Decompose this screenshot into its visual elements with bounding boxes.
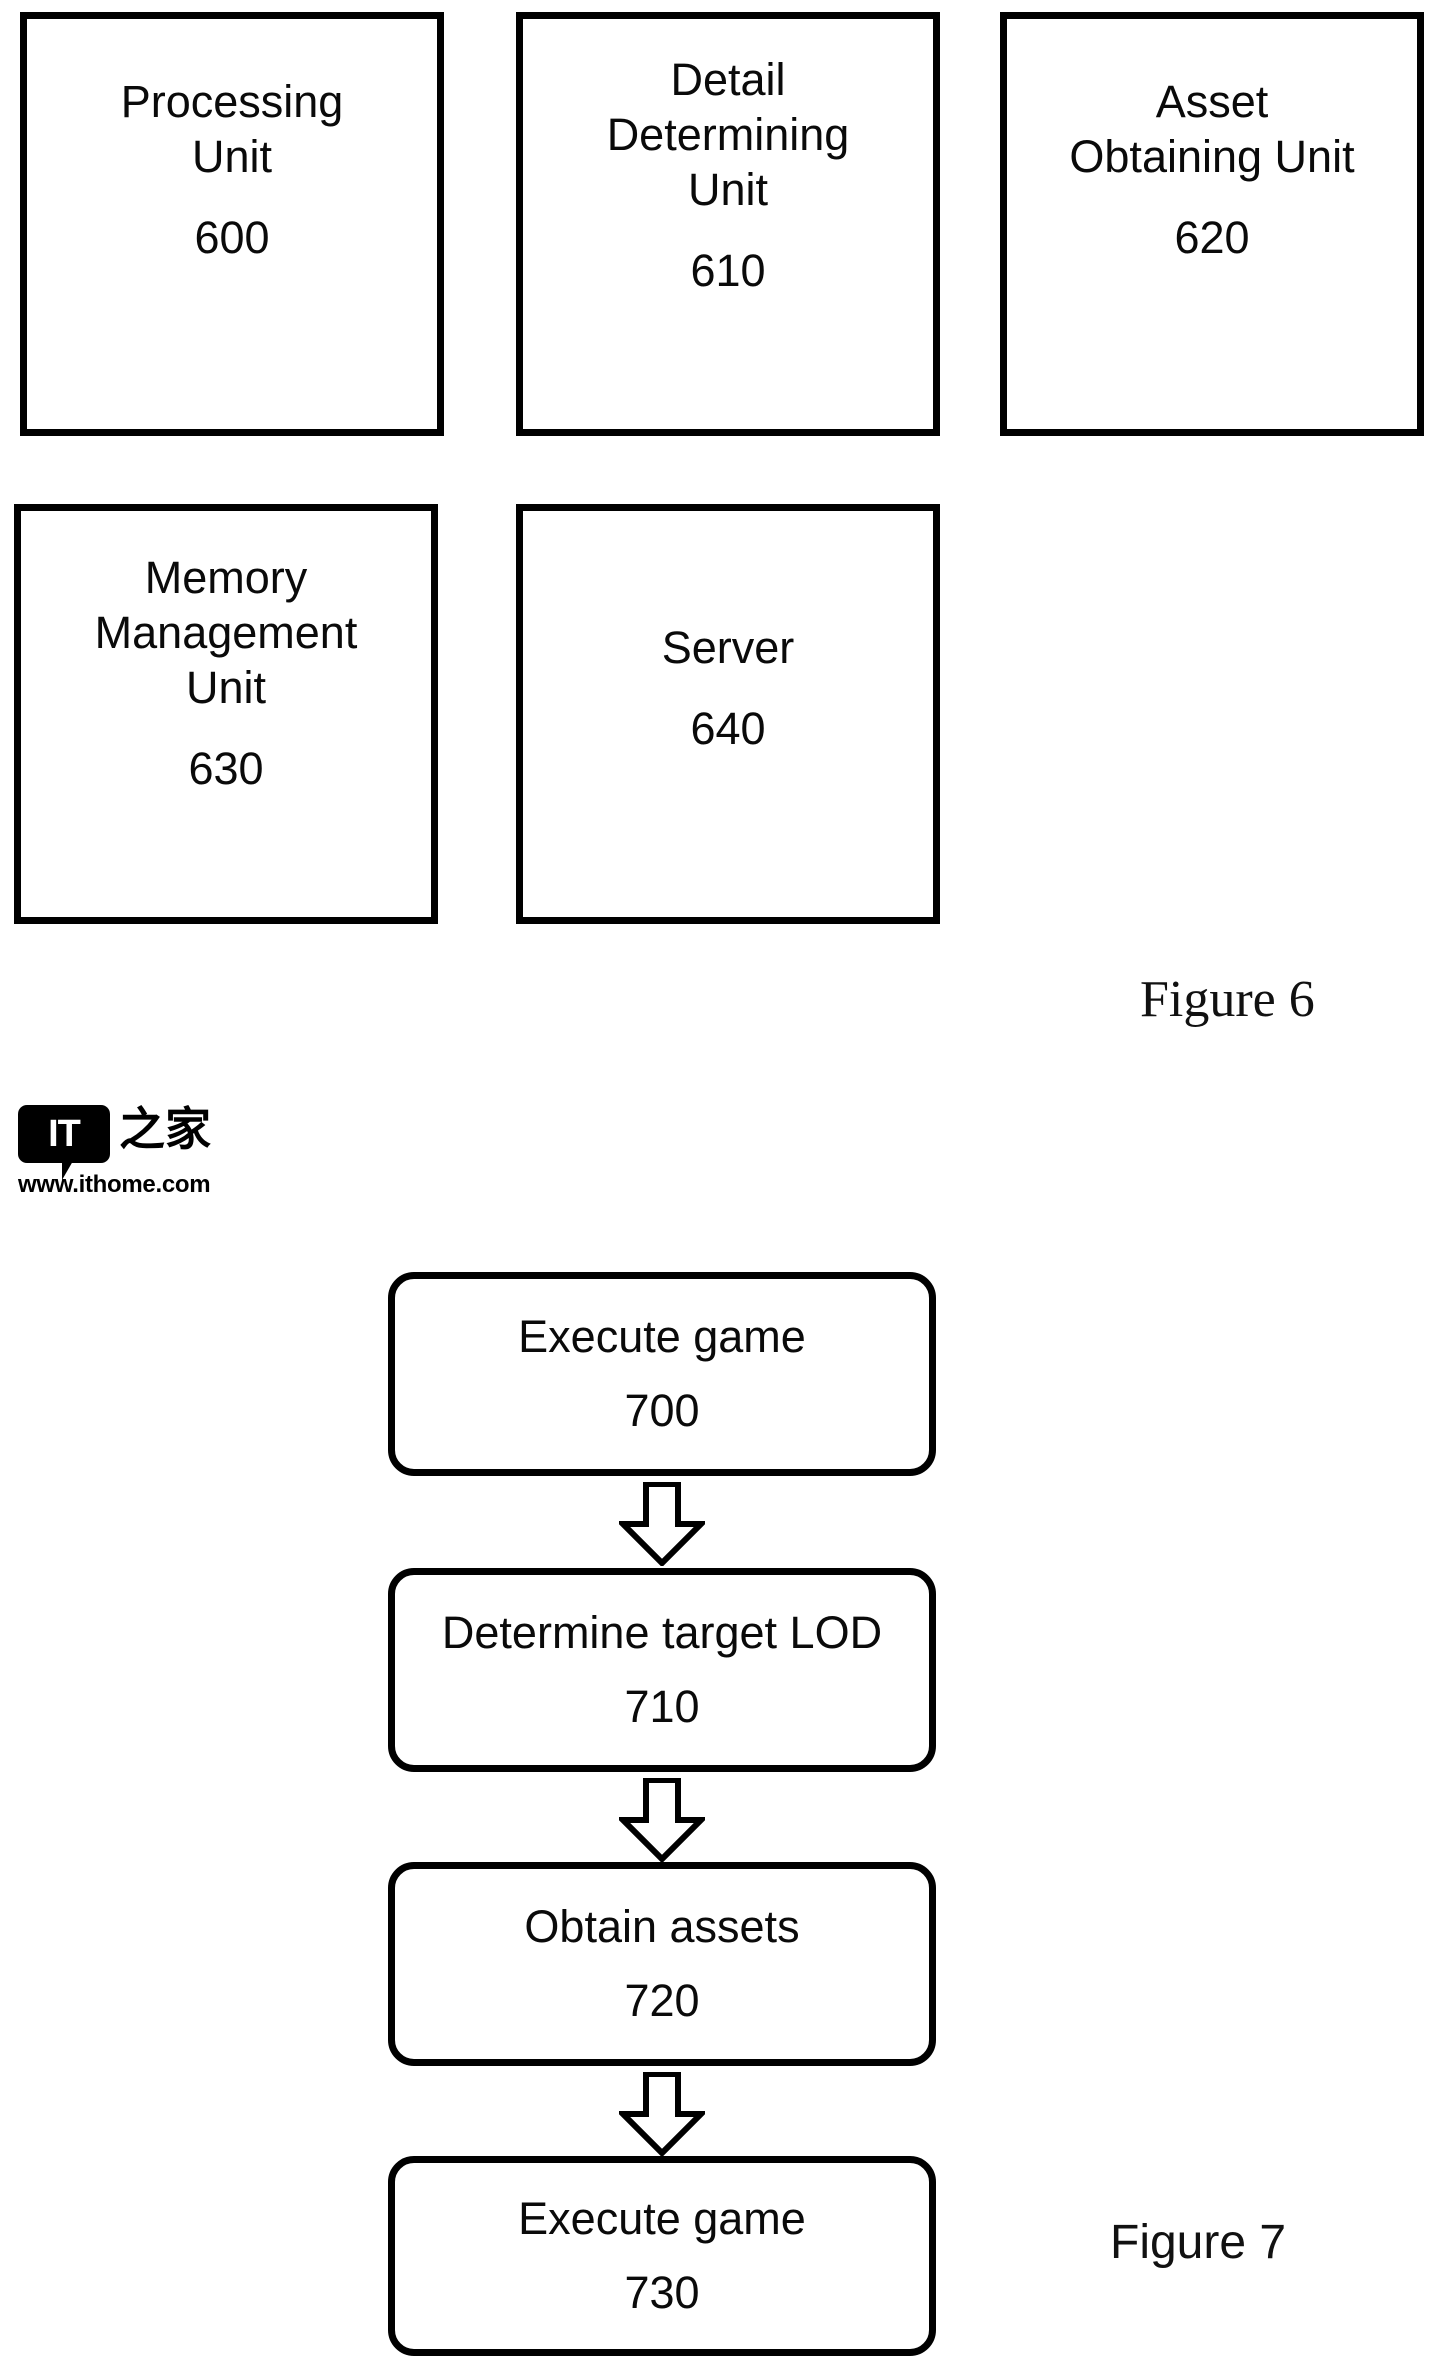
- unit-title: Memory Management Unit: [94, 552, 358, 713]
- flow-step-reference-number: 720: [624, 1975, 700, 2026]
- flow-step-label: Execute game: [518, 1311, 806, 1362]
- figure-7-caption: Figure 7: [1110, 2216, 1287, 2269]
- down-block-arrow-icon: [619, 1778, 705, 1862]
- unit-reference-number: 600: [194, 211, 270, 263]
- flow-step-reference-number: 710: [624, 1681, 700, 1732]
- ithome-logo-mark: IT 之家: [18, 1102, 228, 1180]
- ithome-cjk-logotype: 之家: [119, 1102, 211, 1156]
- unit-reference-number: 640: [690, 702, 766, 754]
- unit-box-detail-determining-unit: Detail Determining Unit 610: [516, 12, 940, 436]
- unit-reference-number: 620: [1174, 211, 1250, 263]
- flow-step-label: Obtain assets: [524, 1901, 800, 1952]
- unit-title: Processing Unit: [120, 76, 344, 182]
- it-badge-label: IT: [48, 1113, 81, 1155]
- flow-step-label: Determine target LOD: [441, 1607, 883, 1658]
- unit-title: Detail Determining Unit: [606, 54, 850, 215]
- flow-step-reference-number: 700: [624, 1385, 700, 1436]
- flow-step-reference-number: 730: [624, 2267, 700, 2318]
- unit-reference-number: 610: [690, 244, 766, 296]
- flow-step-label: Execute game: [518, 2193, 806, 2244]
- unit-reference-number: 630: [188, 742, 264, 794]
- unit-box-server: Server 640: [516, 504, 940, 924]
- unit-title: Asset Obtaining Unit: [1069, 76, 1355, 182]
- down-block-arrow-icon: [619, 2072, 705, 2156]
- flow-step-execute-game-700: Execute game 700: [388, 1272, 936, 1476]
- flow-step-determine-target-lod-710: Determine target LOD 710: [388, 1568, 936, 1772]
- down-block-arrow-icon: [619, 1482, 705, 1566]
- ithome-url-label: www.ithome.com: [18, 1171, 211, 1198]
- unit-title: Server: [661, 622, 795, 673]
- unit-box-memory-management-unit: Memory Management Unit 630: [14, 504, 438, 924]
- flow-step-execute-game-730: Execute game 730: [388, 2156, 936, 2356]
- figure-6-caption: Figure 6: [1140, 971, 1315, 1028]
- unit-box-processing-unit: Processing Unit 600: [20, 12, 444, 436]
- ithome-watermark: IT 之家 www.ithome.com: [18, 1105, 228, 1199]
- flow-step-obtain-assets-720: Obtain assets 720: [388, 1862, 936, 2066]
- it-badge-icon: IT: [18, 1105, 110, 1180]
- unit-box-asset-obtaining-unit: Asset Obtaining Unit 620: [1000, 12, 1424, 436]
